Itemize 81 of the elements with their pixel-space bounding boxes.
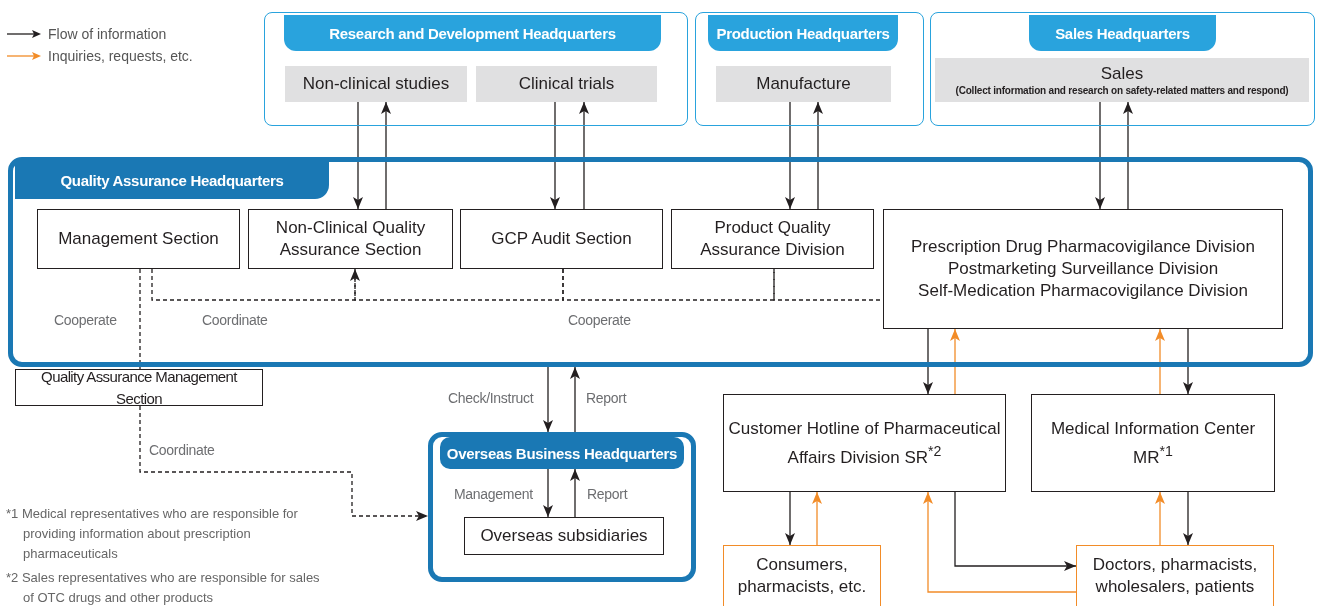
node-text: Postmarketing Surveillance Division (946, 258, 1220, 280)
process-box (723, 545, 881, 606)
node-text: Sales (1099, 63, 1145, 85)
process-box (15, 369, 263, 406)
activity-box (476, 66, 657, 102)
node-text: Self-Medication Pharmacovigilance Division (917, 280, 1249, 302)
process-box (37, 209, 240, 269)
process-box (464, 517, 664, 555)
edge-label: Coordinate (200, 312, 270, 328)
edge-label: Cooperate (52, 312, 119, 328)
node-text: Clinical trials (517, 73, 616, 95)
activity-box (716, 66, 891, 102)
dashed-arrow (139, 405, 429, 521)
footnote: *2 Sales representatives who are responsible for sales of OTC drugs and other products (6, 569, 321, 606)
node-text: Customer Hotline of Pharmaceutical Affairs Division SR$^{*2}$ (727, 417, 1002, 469)
arrow (954, 491, 1077, 571)
group-frame (695, 12, 924, 126)
footnote: *1 Medical representatives who are responsible for providing information about prescription pharmaceuticals (6, 505, 299, 563)
arrow (353, 101, 363, 210)
arrow (1155, 491, 1165, 546)
arrow (543, 366, 553, 433)
arrow (1123, 101, 1133, 210)
heading-tab: Production Headquarters (708, 15, 898, 51)
edge-label: Coordinate (147, 442, 217, 458)
node-text: Non-Clinical Quality Assurance Section (274, 217, 427, 261)
arrow (923, 328, 933, 395)
node-text: Quality Assurance Management Section (40, 366, 239, 409)
node-text: GCP Audit Section (490, 228, 633, 250)
edge-label: Report (585, 486, 630, 502)
group-frame (264, 12, 688, 126)
heading-tab: Sales Headquarters (1029, 15, 1216, 51)
arrow (785, 491, 795, 546)
activity-box (935, 58, 1309, 102)
legend-text: Inquiries, requests, etc. (48, 48, 193, 64)
edge-label: Report (584, 390, 629, 406)
process-box (460, 209, 663, 269)
node-text: Consumers, pharmacists, etc. (736, 554, 868, 598)
group-frame (8, 157, 1313, 367)
dashed-line (139, 268, 141, 370)
process-box (1031, 394, 1275, 492)
arrow (550, 101, 560, 210)
arrow (813, 101, 823, 210)
note-text: (Collect information and research on safety-related matters and respond) (955, 85, 1289, 97)
process-box (883, 209, 1283, 329)
process-box (671, 209, 874, 269)
arrow (812, 491, 822, 546)
arrow (1183, 491, 1193, 546)
group-frame (930, 12, 1315, 126)
legend-text: Flow of information (48, 26, 167, 42)
edge-label: Management (452, 486, 535, 502)
edge-label: Cooperate (566, 312, 633, 328)
arrow (923, 491, 1077, 593)
dashed-arrow (151, 268, 360, 301)
node-text: Management Section (57, 228, 220, 250)
process-box (1076, 545, 1274, 606)
node-text: Prescription Drug Pharmacovigilance Division (910, 236, 1256, 258)
node-text: Doctors, pharmacists, wholesalers, patients (1091, 554, 1259, 598)
node-text: Overseas subsidiaries (479, 525, 649, 547)
arrow (543, 468, 553, 518)
arrow (1183, 328, 1193, 395)
arrow (381, 101, 391, 210)
process-box (248, 209, 453, 269)
arrow (785, 101, 795, 210)
group-frame (428, 432, 696, 582)
activity-box (285, 66, 467, 102)
node-text: Non-clinical studies (301, 73, 451, 95)
arrow (950, 328, 960, 395)
arrow (1155, 328, 1165, 395)
arrow (579, 101, 589, 210)
arrow (1095, 101, 1105, 210)
edge-label: Check/Instruct (446, 390, 536, 406)
heading-tab: Overseas Business Headquarters (440, 437, 684, 469)
node-text: Medical Information Center MR$^{*1}$ (1049, 417, 1257, 469)
node-text: Manufacture (755, 73, 852, 95)
process-box (723, 394, 1006, 492)
heading-tab: Research and Development Headquarters (284, 15, 661, 51)
node-text: Product Quality Assurance Division (699, 217, 846, 261)
heading-tab: Quality Assurance Headquarters (15, 162, 329, 199)
dashed-line (562, 268, 775, 301)
arrow (570, 366, 580, 433)
arrow (570, 468, 580, 518)
